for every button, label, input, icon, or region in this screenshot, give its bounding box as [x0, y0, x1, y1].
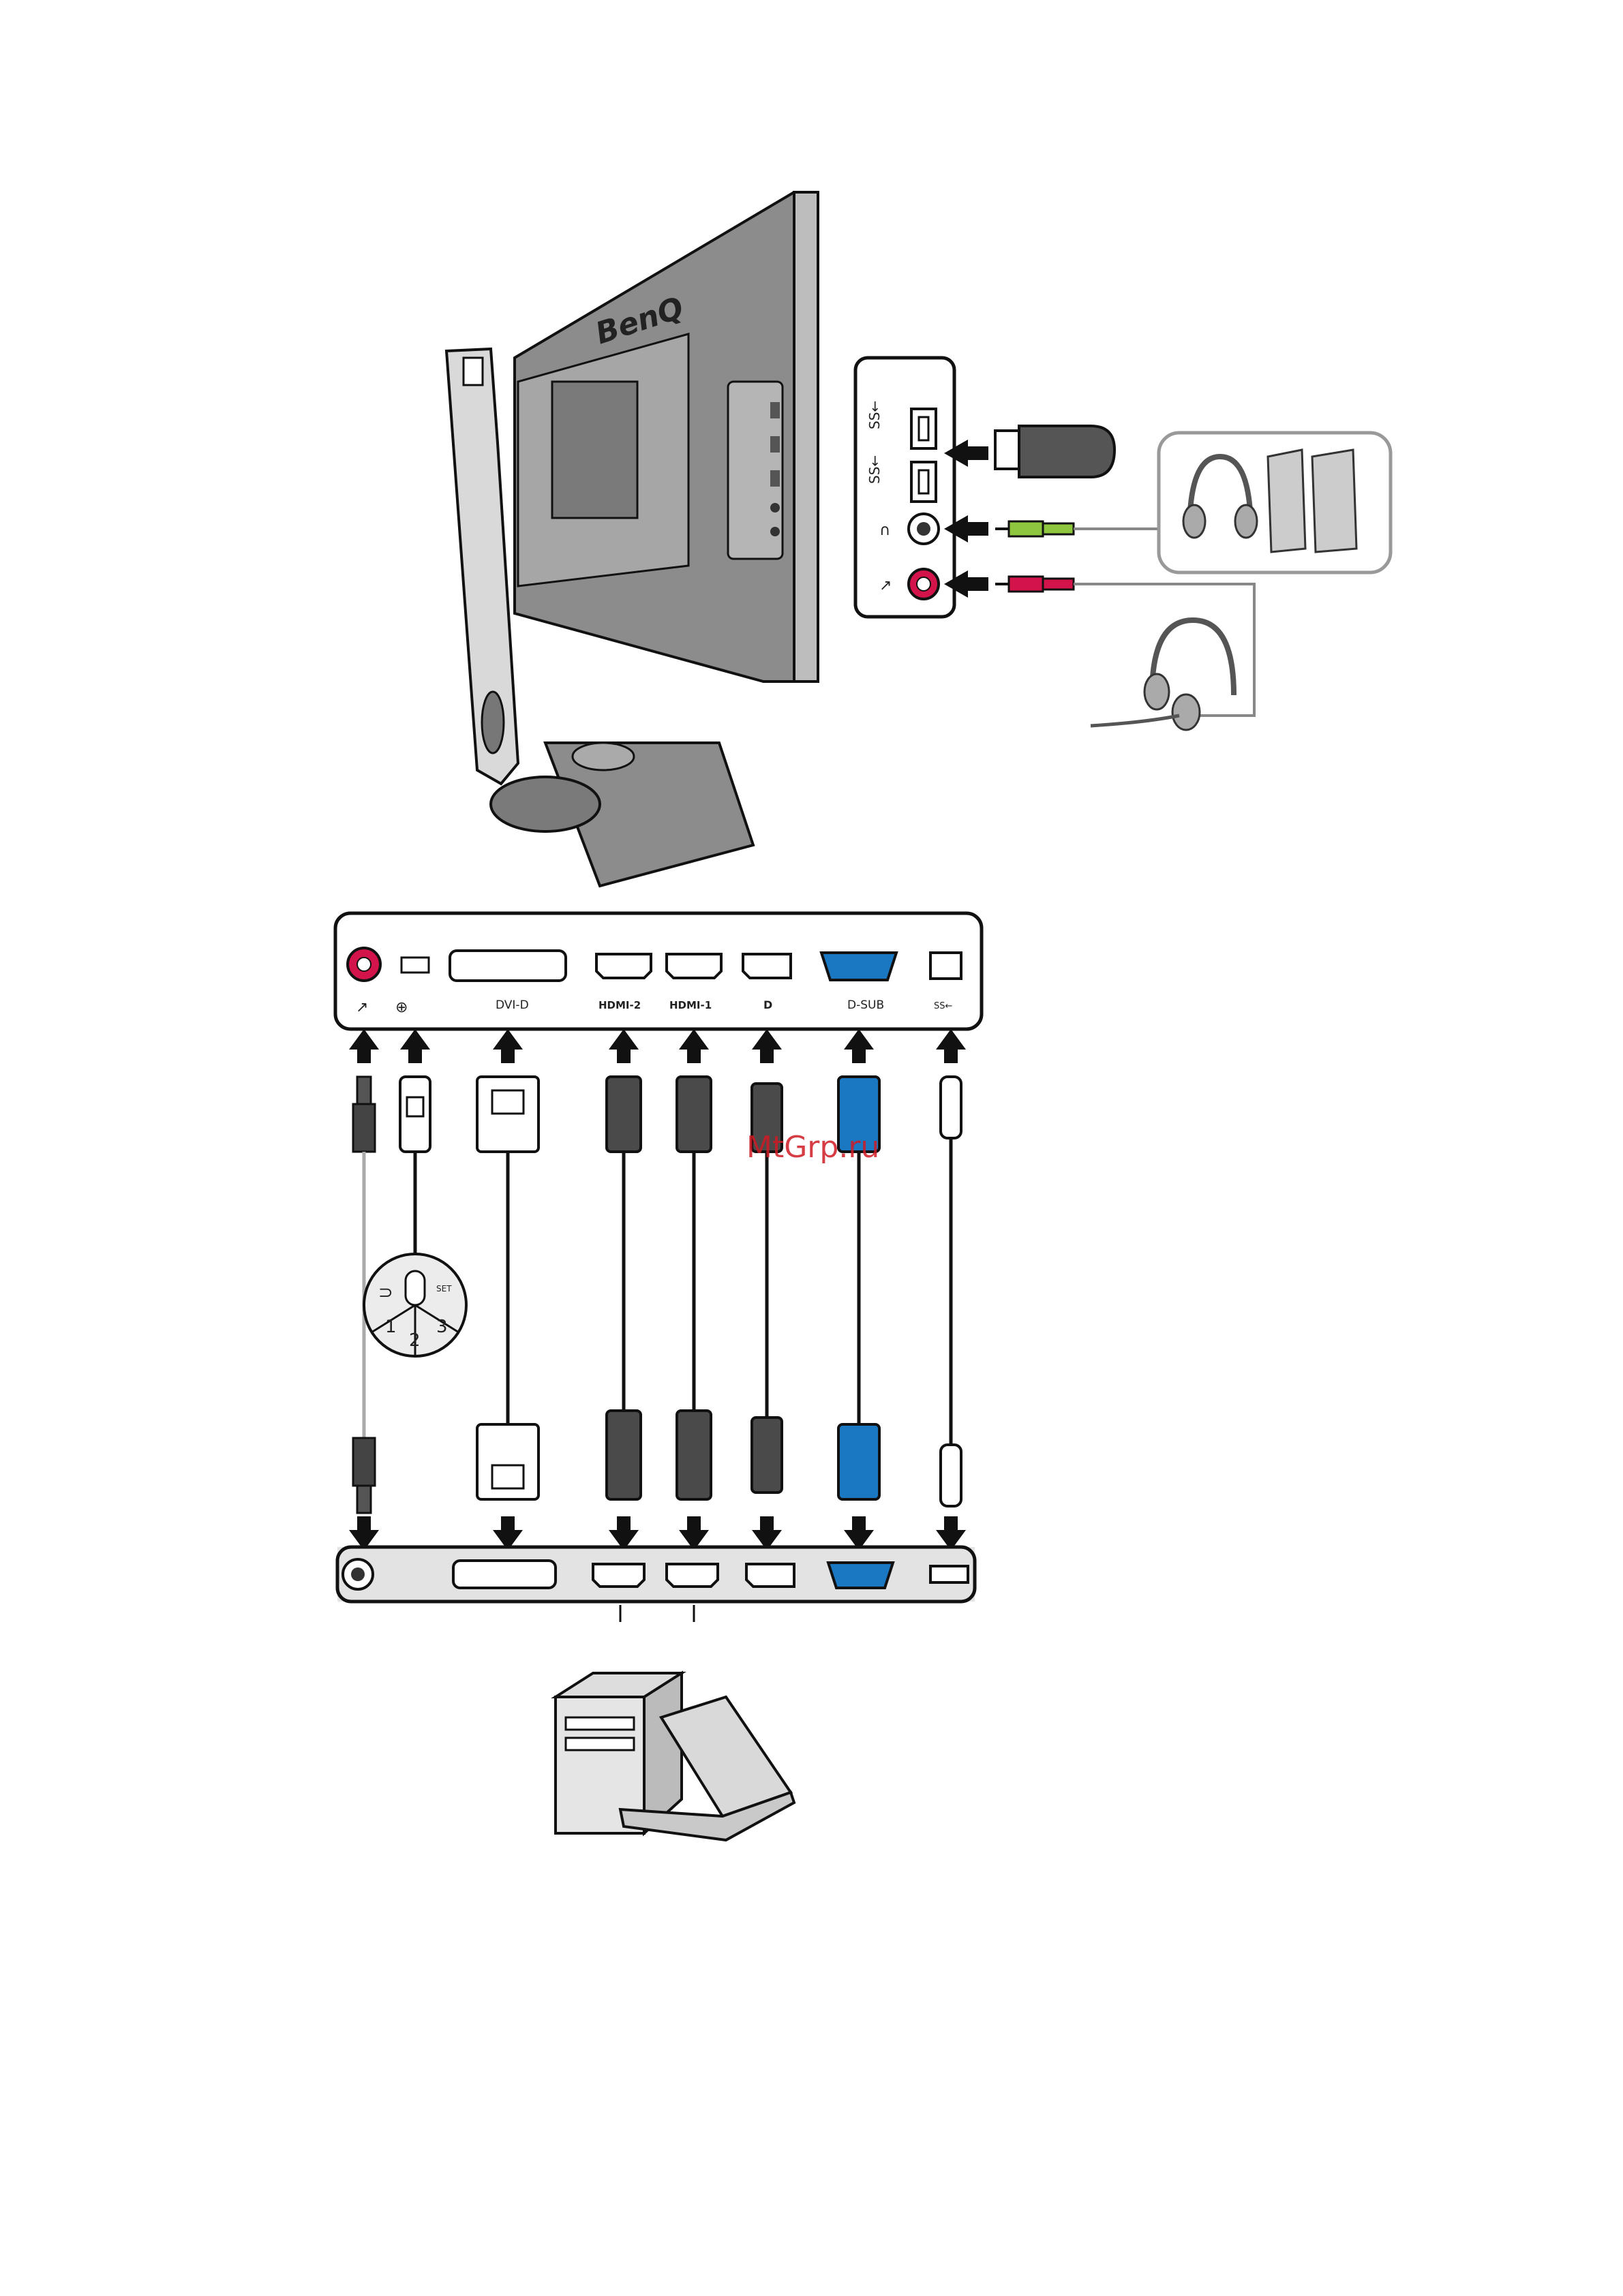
usb-port-label-2: SS← [866, 455, 883, 484]
up-arrows [349, 1029, 966, 1063]
hdmi2-cable [607, 1077, 641, 1499]
port-label-dvi: DVI-D [496, 998, 529, 1012]
headphones-speakers-box [1159, 433, 1391, 572]
watermark: MtGrp.ru [746, 1130, 879, 1165]
usb-flash-drive [995, 426, 1114, 477]
puck-key-2: 2 [409, 1330, 421, 1351]
puck-set-label: SET [436, 1284, 452, 1294]
puck-key-1: 1 [385, 1317, 397, 1337]
rear-io-panel: ↗ ⊕ DVI-D HDMI-2 HDMI-1 D D-SUB SS← [335, 913, 982, 1029]
puck-key-3: 3 [436, 1317, 448, 1337]
computer-illustration [556, 1673, 794, 1840]
usb-port-label-1: SS← [866, 401, 883, 429]
hotkey-puck: ⊃ 1 2 3 SET [364, 1254, 466, 1356]
headphone-symbol: ∩ [879, 522, 890, 539]
port-label-mic: ↗ [356, 999, 368, 1016]
mic-symbol: ↗ [879, 577, 892, 594]
port-label-usb: SS← [934, 1001, 953, 1011]
puck-key-back: ⊃ [378, 1283, 393, 1303]
pc-io-panel [337, 1547, 975, 1622]
headset-illustration [1091, 620, 1234, 730]
monitor-illustration: BenQ [446, 192, 818, 886]
side-io-panel: SS← SS← ∩ ↗ [855, 358, 954, 617]
dvi-cable [477, 1077, 539, 1499]
port-label-hdmi2: HDMI-2 [598, 999, 641, 1011]
port-label-dsub: D-SUB [847, 998, 884, 1012]
port-label-hotkey: ⊕ [395, 999, 408, 1016]
hotkey-puck-cable [400, 1077, 430, 1254]
port-label-dp: D [763, 998, 772, 1011]
hdmi1-cable [677, 1077, 711, 1499]
port-label-hdmi1: HDMI-1 [669, 999, 712, 1011]
usb-cable [941, 1077, 961, 1506]
